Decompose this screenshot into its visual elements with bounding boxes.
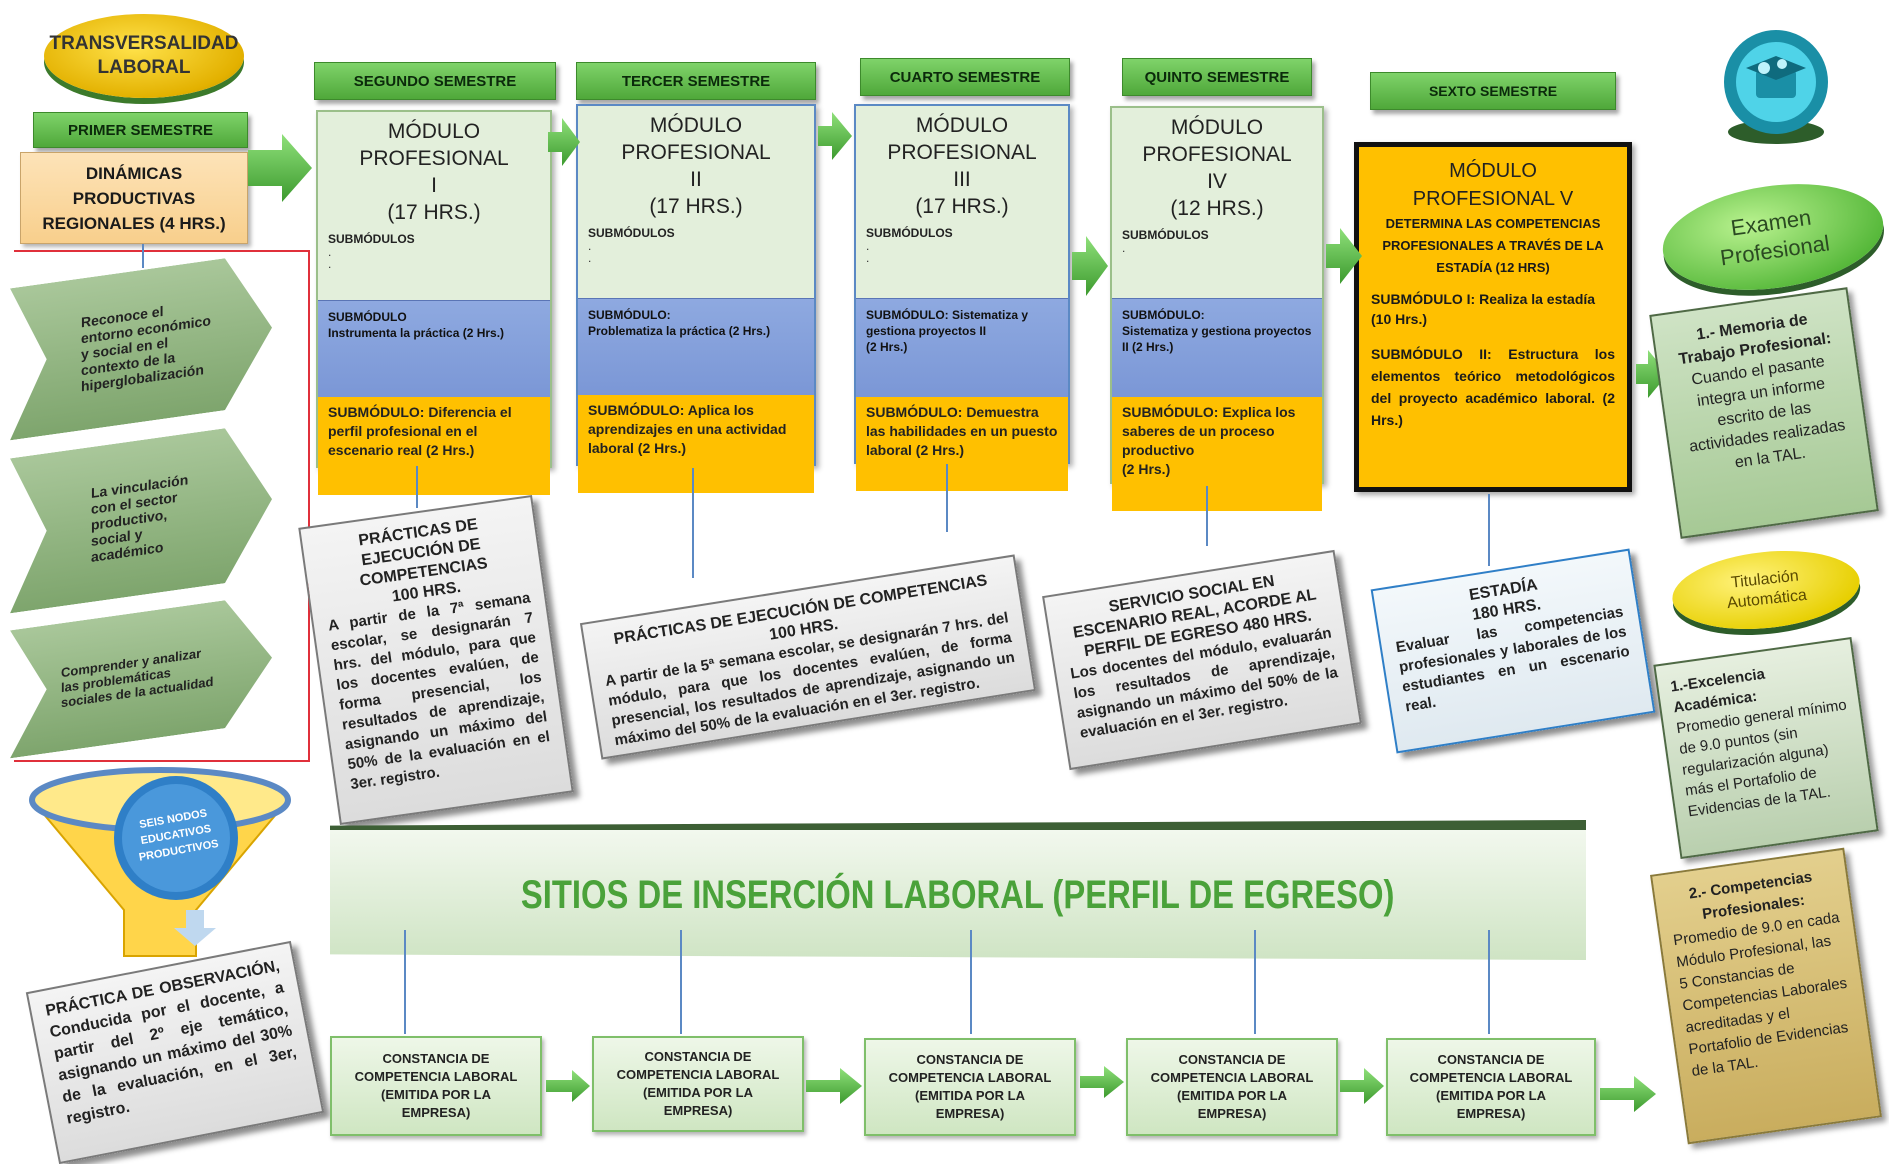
connector-5 <box>1488 494 1490 566</box>
module-profesional-3: MÓDULO PROFESIONAL III (17 HRS.) SUBMÓDU… <box>854 104 1070 491</box>
practicas-1-body: A partir de la 7ª semana escolar, se des… <box>327 589 551 794</box>
arrow-4 <box>1072 236 1108 296</box>
connector-3 <box>946 464 948 532</box>
module-profesional-4: MÓDULO PROFESIONAL IV (12 HRS.) SUBMÓDUL… <box>1110 106 1324 511</box>
connector-c5 <box>1488 930 1490 1034</box>
connector-c3 <box>970 930 972 1034</box>
cert-arrow-3 <box>1080 1066 1124 1098</box>
practicas-1-box: PRÁCTICAS DE EJECUCIÓN DE COMPETENCIAS 1… <box>298 495 574 825</box>
dots: .. <box>328 245 332 271</box>
header-primer-semestre: PRIMER SEMESTRE <box>33 112 248 148</box>
constancia-4: CONSTANCIA DE COMPETENCIA LABORAL (EMITI… <box>1126 1038 1338 1136</box>
red-bracket <box>14 250 310 762</box>
module-title: MÓDULO PROFESIONAL III (17 HRS.) <box>887 114 1037 218</box>
funnel-graphic <box>26 760 294 960</box>
transversalidad-badge: TRANSVERSALIDAD LABORAL <box>44 14 244 98</box>
module-5-subtitle: DETERMINA LAS COMPETENCIAS PROFESIONALES… <box>1382 216 1604 275</box>
submodule-blue: SUBMÓDULO: Sistematiza y gestiona proyec… <box>1112 298 1322 397</box>
submodule-yellow: SUBMÓDULO: Demuestra las habilidades en … <box>856 397 1068 491</box>
connector-1 <box>416 466 418 508</box>
excelencia-body: Promedio general mínimo de 9.0 puntos (s… <box>1675 696 1848 821</box>
dots: .. <box>588 239 592 265</box>
connector-4 <box>1206 486 1208 546</box>
excelencia-box: 1.-Excelencia Académica: Promedio genera… <box>1653 637 1879 859</box>
cert-arrow-1 <box>546 1070 590 1102</box>
sitios-insercion-banner: SITIOS DE INSERCIÓN LABORAL (PERFIL DE E… <box>330 820 1586 960</box>
arrow-6 <box>1636 350 1668 398</box>
memoria-body: Cuando el pasante integra un informe esc… <box>1688 353 1847 472</box>
module-5-sub1: SUBMÓDULO I: Realiza la estadía (10 Hrs.… <box>1371 291 1596 327</box>
submodulos-label: SUBMÓDULOS <box>866 226 953 240</box>
dots: .. <box>866 239 870 265</box>
constancia-5: CONSTANCIA DE COMPETENCIA LABORAL (EMITI… <box>1386 1038 1596 1136</box>
arrow-2 <box>548 118 580 166</box>
module-5-title: MÓDULO PROFESIONAL V <box>1412 160 1574 210</box>
submodule-yellow: SUBMÓDULO: Diferencia el perfil profesio… <box>318 397 550 495</box>
memoria-box: 1.- Memoria de Trabajo Profesional: Cuan… <box>1649 287 1879 539</box>
module-profesional-2: MÓDULO PROFESIONAL II (17 HRS.) SUBMÓDUL… <box>576 104 816 493</box>
arrow-3 <box>818 112 852 160</box>
arrow-5 <box>1326 228 1362 284</box>
connector-down <box>142 244 144 268</box>
submodule-yellow: SUBMÓDULO: Aplica los aprendizajes en un… <box>578 395 814 493</box>
graduation-icon <box>1720 22 1832 148</box>
constancia-3: CONSTANCIA DE COMPETENCIA LABORAL (EMITI… <box>864 1038 1076 1136</box>
submodulos-label: SUBMÓDULOS <box>588 226 675 240</box>
competencias-body: Promedio de 9.0 en cada Módulo Profesion… <box>1672 909 1850 1080</box>
cert-arrow-5 <box>1600 1076 1656 1112</box>
submodule-blue: SUBMÓDULO: Sistematiza y gestiona proyec… <box>856 298 1068 397</box>
module-title: MÓDULO PROFESIONAL I (17 HRS.) <box>359 120 509 224</box>
banner-text: SITIOS DE INSERCIÓN LABORAL (PERFIL DE E… <box>521 872 1395 917</box>
practica-observacion-box: PRÁCTICA DE OBSERVACIÓN, Conducida por e… <box>25 940 325 1164</box>
connector-c1 <box>404 930 406 1034</box>
module-title: MÓDULO PROFESIONAL IV (12 HRS.) <box>1142 116 1292 220</box>
constancia-2: CONSTANCIA DE COMPETENCIA LABORAL (EMITI… <box>592 1036 804 1132</box>
arrow-1 <box>248 134 312 202</box>
submodulos-label: SUBMÓDULOS <box>328 232 415 246</box>
module-title: MÓDULO PROFESIONAL II (17 HRS.) <box>621 114 771 218</box>
submodule-blue: SUBMÓDULO Instrumenta la práctica (2 Hrs… <box>318 300 550 397</box>
submodulos-label: SUBMÓDULOS <box>1122 228 1209 242</box>
submodule-blue: SUBMÓDULO: Problematiza la práctica (2 H… <box>578 298 814 395</box>
header-cuarto-semestre: CUARTO SEMESTRE <box>860 58 1070 96</box>
cert-arrow-2 <box>806 1068 862 1104</box>
header-segundo-semestre: SEGUNDO SEMESTRE <box>314 62 556 100</box>
connector-2 <box>692 468 694 578</box>
module-profesional-1: MÓDULO PROFESIONAL I (17 HRS.) SUBMÓDULO… <box>316 110 552 495</box>
constancia-1: CONSTANCIA DE COMPETENCIA LABORAL (EMITI… <box>330 1036 542 1136</box>
module-profesional-5: MÓDULO PROFESIONAL V DETERMINA LAS COMPE… <box>1354 142 1632 492</box>
dots: . <box>1122 241 1126 255</box>
submodule-yellow: SUBMÓDULO: Explica los saberes de un pro… <box>1112 397 1322 511</box>
module-5-sub2: SUBMÓDULO II: Estructura los elementos t… <box>1371 346 1615 428</box>
header-quinto-semestre: QUINTO SEMESTRE <box>1122 58 1312 96</box>
header-sexto-semestre: SEXTO SEMESTRE <box>1370 72 1616 110</box>
dinamicas-box: DINÁMICAS PRODUCTIVAS REGIONALES (4 HRS.… <box>20 152 248 244</box>
header-tercer-semestre: TERCER SEMESTRE <box>576 62 816 100</box>
cert-arrow-4 <box>1340 1068 1384 1104</box>
connector-c4 <box>1254 930 1256 1034</box>
competencias-box: 2.- Competencias Profesionales: Promedio… <box>1650 847 1882 1145</box>
flow-arrows <box>248 112 1668 398</box>
connector-c2 <box>680 930 682 1034</box>
